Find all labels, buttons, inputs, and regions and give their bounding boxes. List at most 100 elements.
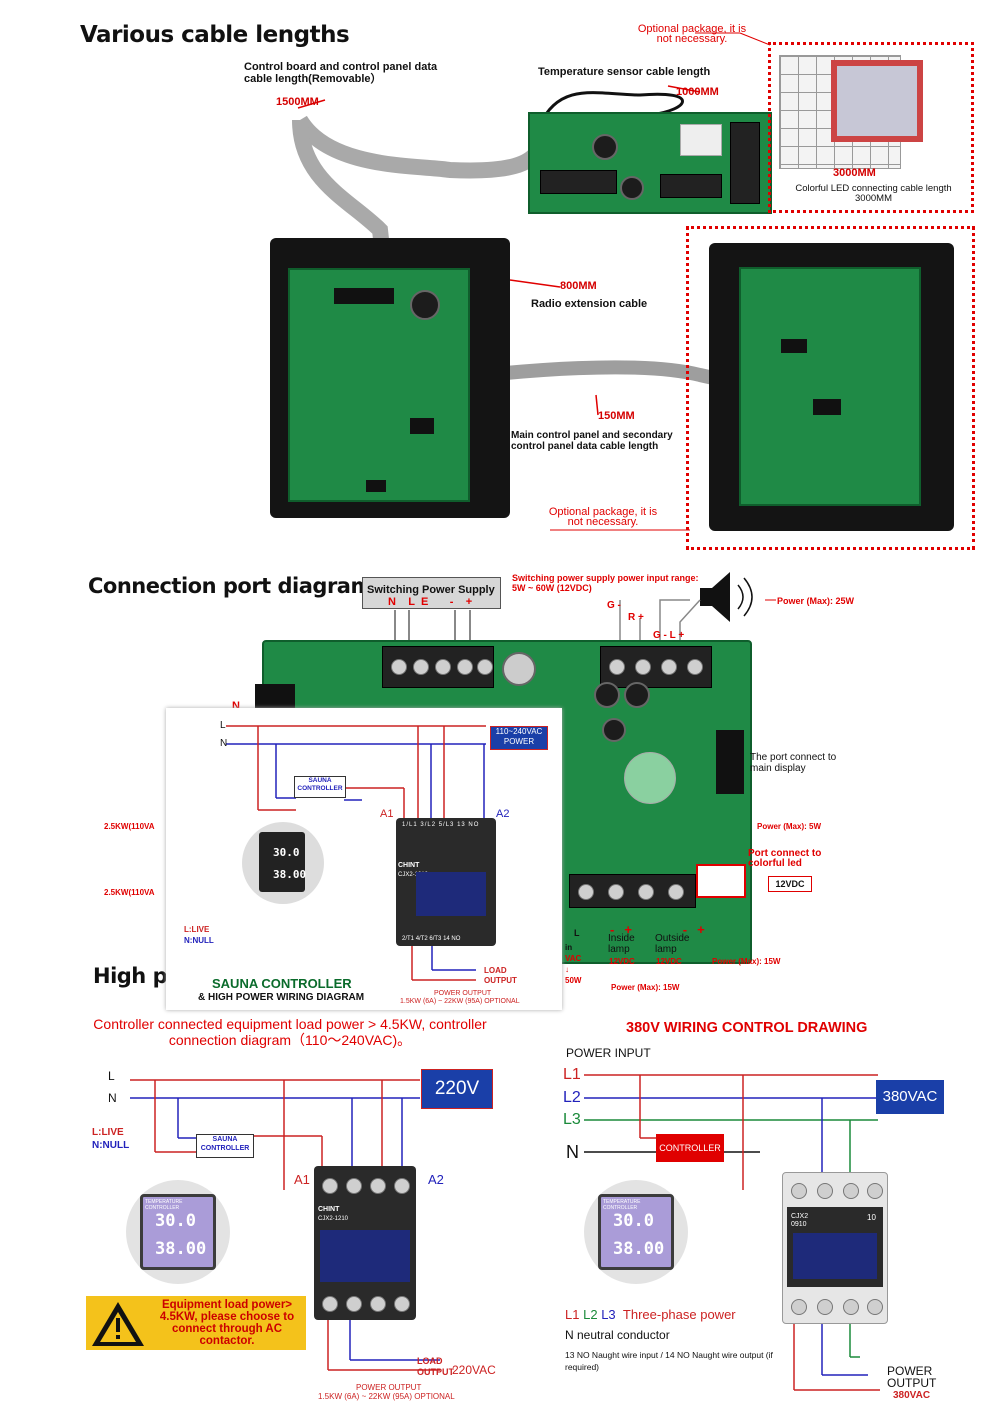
capacitor: [602, 718, 626, 742]
overlay-lcd-top: 30.0: [273, 846, 300, 859]
secondary-panel-frame: [709, 243, 954, 531]
overlay-voltage-box: 110~240VAC POWER: [490, 726, 548, 750]
speaker-gl-label: G - L +: [653, 630, 685, 641]
voltage-220v: 220V: [421, 1069, 493, 1109]
terminal-minus: -: [449, 596, 454, 608]
optional-top-label: Optional package, it is not necessary.: [637, 23, 747, 45]
overlay-contactor-panel: [416, 872, 486, 916]
display-port-header: [716, 730, 744, 794]
right-lcd-top: 30.0: [613, 1211, 654, 1231]
left-lcd: TEMPERATURE CONTROLLER 30.0 38.00: [140, 1194, 216, 1270]
right-out-voltage: 380VAC: [893, 1390, 931, 1401]
three-phase-line: L1 L2 L3 Three-phase power: [565, 1307, 736, 1322]
warning-text: Equipment load power> 4.5KW, please choo…: [159, 1299, 295, 1347]
terminal-plus: +: [465, 596, 473, 608]
n-terminal: [255, 684, 295, 712]
overlay-contactor: 1/L1 3/L2 5/L3 13 NO CHINT CJX2-1210 2/T…: [396, 818, 496, 946]
overlay-lcd-bezel: 30.0 38.00: [242, 822, 324, 904]
panel-cable-length: 150MM: [598, 410, 635, 422]
right-lcd-bottom: 38.00: [613, 1239, 665, 1259]
arrow-800: [509, 279, 561, 288]
panel-cable-label: Main control panel and secondary control…: [511, 430, 673, 452]
terminal-n: N: [388, 596, 396, 608]
terminal-block: [660, 174, 722, 198]
left-contactor-panel: [320, 1230, 410, 1282]
right-contactor-panel: [793, 1233, 877, 1279]
right-contactor-model: CJX2 0910: [791, 1213, 809, 1228]
overlay-l: L: [220, 720, 226, 731]
left-lcd-top: 30.0: [155, 1211, 196, 1231]
radio-label: Radio extension cable: [531, 298, 648, 310]
right-heading: 380V WIRING CONTROL DRAWING: [626, 1020, 868, 1036]
overlay-contactor-model: CJX2-1210: [398, 872, 429, 878]
led-voltage: 12VDC: [768, 876, 812, 892]
outside-voltage: 12VDC: [656, 957, 682, 966]
right-lcd: TEMPERATURE CONTROLLER 30.0 38.00: [598, 1194, 674, 1270]
power-terminal-block: [382, 646, 494, 688]
left-heading: Controller connected equipment load powe…: [93, 1016, 487, 1048]
radio-length: 800MM: [560, 280, 597, 292]
main-control-panel-pcb: [288, 268, 470, 502]
ic-chip: [781, 339, 807, 353]
ic-chip: [366, 480, 386, 492]
lamp-terminal-block: [569, 874, 696, 908]
left-l: L: [108, 1069, 115, 1083]
l3-label: L3: [563, 1111, 581, 1128]
overlay-terms-bottom: 2/T1 4/T2 6/T3 14 NO: [402, 936, 461, 942]
right-contactor-body: CJX2 0910 10: [787, 1207, 883, 1287]
switching-power-supply: Switching Power Supply: [362, 577, 501, 609]
led-power: Power (Max): 5W: [757, 822, 822, 831]
arrow-150: [595, 394, 599, 416]
temp-sensor-label: Temperature sensor cable length: [538, 66, 711, 78]
temperature-sensor: [624, 752, 676, 804]
left-out-voltage: 220VAC: [452, 1363, 496, 1377]
left-power-range: 1.5KW (6A) ~ 22KW (95A) OPTIONAL: [318, 1392, 455, 1401]
left-label-1: 2.5KW(110VA: [104, 822, 155, 831]
left-a1: A1: [294, 1172, 310, 1187]
capacitor: [502, 652, 536, 686]
overlay-a1: A1: [380, 808, 394, 820]
section-title-ports: Connection port diagram: [88, 574, 372, 598]
connector: [680, 124, 722, 156]
left-label-2: 2.5KW(110VA: [104, 888, 155, 897]
left-load-output: LOAD OUTPUT: [417, 1356, 454, 1377]
speaker-icon: [700, 572, 730, 622]
fragment-l: L: [574, 928, 580, 938]
led-port-label: Port connect to colorful led: [748, 848, 822, 869]
sps-terminals: N L E - +: [388, 596, 472, 608]
terminal-l: L: [408, 596, 415, 608]
led-panel: [831, 60, 923, 142]
speaker-g-label: G -: [607, 600, 621, 611]
left-n: N: [108, 1091, 117, 1105]
ribbon-cable-down: [292, 119, 393, 276]
connector-header: [334, 288, 394, 304]
speaker-terminal-block: [600, 646, 712, 688]
inside-voltage: 12VDC: [609, 957, 635, 966]
sps-note: Switching power supply power input range…: [512, 573, 699, 593]
optional-bottom-label: Optional package, it is not necessary.: [548, 506, 658, 528]
capacitor: [592, 134, 618, 160]
led-length: 3000MM: [833, 167, 876, 179]
arrow-1000: [667, 85, 701, 93]
led-label: Colorful LED connecting cable length 300…: [795, 183, 952, 204]
capacitor: [594, 682, 620, 708]
overlay-load-output: LOAD OUTPUT: [484, 966, 517, 985]
outside-power: Power (Max): 15W: [712, 957, 781, 966]
left-contactor-brand: CHINT: [318, 1206, 340, 1213]
controller-box: CONTROLLER: [656, 1134, 724, 1162]
left-power-output: POWER OUTPUT: [356, 1383, 422, 1392]
n-label: N: [232, 700, 240, 712]
ic-chip: [813, 399, 841, 415]
lamp-signs: -+ -+: [610, 922, 715, 937]
right-power-output: POWER OUTPUT: [887, 1364, 937, 1390]
fragment-column: in VAC ↓ 50W: [565, 943, 582, 985]
inside-lamp: Inside lamp: [608, 933, 635, 955]
control-board: [528, 112, 772, 214]
n-label-right: N: [566, 1142, 579, 1162]
cable-board-label: Control board and control panel data cab…: [244, 61, 438, 85]
left-sauna-box: SAUNA CONTROLLER: [196, 1134, 254, 1158]
right-lcd-header: TEMPERATURE CONTROLLER: [603, 1199, 641, 1211]
overlay-sauna-box: SAUNA CONTROLLER: [294, 776, 346, 798]
l1-label: L1: [563, 1066, 581, 1083]
